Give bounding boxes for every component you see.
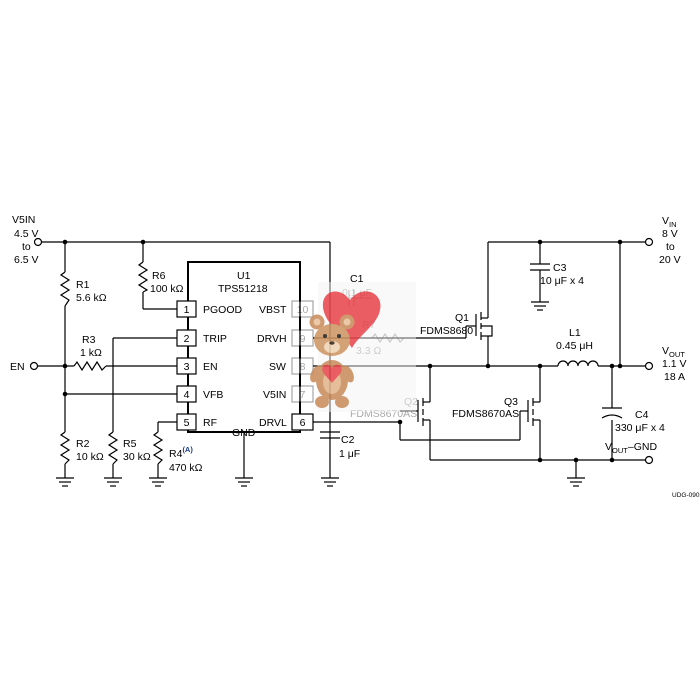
pin-10-number: 10 [297,304,309,316]
c1-ref: C1 [350,273,364,285]
c3-ref: C3 [553,262,567,274]
q2-ref: Q2 [404,396,418,408]
c3-value: 10 μF x 4 [540,275,584,287]
ground-symbols [56,301,585,487]
q1-part: FDMS8680 [420,325,473,337]
ground-icon [56,477,74,487]
c2-value: 1 μF [339,448,360,460]
q1-mosfet-symbol [466,312,493,340]
pin-sw-label: SW [269,361,286,373]
q3-mosfet-symbol [520,398,540,426]
pin-en-label: EN [203,361,218,373]
vout-gnd-label: VOUT–GND [605,441,657,455]
q1-ref: Q1 [455,312,469,324]
vin-terminal [644,237,654,247]
wires [38,241,645,478]
l1-value: 0.45 μH [556,340,593,352]
ic-gnd-label: GND [232,427,256,439]
pin-2-number: 2 [184,333,190,345]
pin-drvl-label: DRVL [259,417,287,429]
pin-vfb-label: VFB [203,389,223,401]
r1-ref: R1 [76,279,90,291]
vout-voltage: 1.1 V [662,358,687,370]
teddy-bear-with-heart-icon [309,282,416,412]
c4-value: 330 μF x 4 [615,422,665,434]
v5in-label: V5IN [12,214,35,226]
r6-ref: R6 [152,270,166,282]
r2-resistor-symbol [59,431,71,465]
r5-value: 30 kΩ [123,451,151,463]
vout-terminal [644,361,654,371]
r3-ref: R3 [82,334,96,346]
r1-value: 5.6 kΩ [76,292,107,304]
pin-1-number: 1 [184,304,190,316]
r5-resistor-symbol [107,431,119,465]
r4-resistor-symbol [152,431,164,465]
r6-value: 100 kΩ [150,283,184,295]
en-input-label: EN [10,361,25,373]
ground-icon [104,477,122,487]
pin-v5in-label: V5IN [263,389,286,401]
r7-resistor-symbol [371,332,405,344]
document-id: UDG-090 [672,492,700,499]
q2-mosfet-symbol [414,398,430,426]
v5in-range-to: to [22,241,31,253]
vout-label: VOUT [662,345,685,359]
ic-part-number: TPS51218 [218,283,268,295]
pin-9-number: 9 [300,333,306,345]
c2-capacitor-symbol [320,431,340,439]
q3-ref: Q3 [504,396,518,408]
en-terminal [29,361,39,371]
pin-6-number: 6 [300,417,306,429]
r7-value: 3.3 Ω [356,345,382,357]
r2-ref: R2 [76,438,90,450]
r4-value: 470 kΩ [169,462,203,474]
c4-ref: C4 [635,409,649,421]
ground-icon [567,477,585,487]
v5in-range-max: 6.5 V [14,254,39,266]
pin-4-number: 4 [184,389,190,401]
l1-inductor-symbol [557,360,599,367]
r5-ref: R5 [123,438,137,450]
vout-current: 18 A [664,371,685,383]
r3-resistor-symbol [73,360,107,372]
r6-resistor-symbol [137,261,149,293]
c2-ref: C2 [341,434,355,446]
c3-capacitor-symbol [530,263,550,276]
ic-ref: U1 [237,270,251,282]
vin-range-max: 20 V [659,254,681,266]
q2-part: FDMS8670AS [350,408,417,420]
ground-icon [321,477,339,487]
l1-ref: L1 [569,327,581,339]
vin-range-min: 8 V [662,228,678,240]
pin-8-number: 8 [300,361,306,373]
vout-gnd-terminal [644,455,654,465]
terminals [29,237,654,465]
pin-7-number: 7 [300,389,306,401]
pin-drvh-label: DRVH [257,333,287,345]
r1-resistor-symbol [59,271,71,307]
c4-capacitor-symbol [601,407,623,419]
pin-3-number: 3 [184,361,190,373]
vin-label: VIN [662,215,677,229]
pin-pgood-label: PGOOD [203,304,243,316]
pin-trip-label: TRIP [203,333,227,345]
r3-value: 1 kΩ [80,347,102,359]
v5in-terminal [33,237,43,247]
pin-rf-label: RF [203,417,217,429]
q3-part: FDMS8670AS [452,408,519,420]
pin-5-number: 5 [184,417,190,429]
pin-vbst-label: VBST [259,304,287,316]
r2-value: 10 kΩ [76,451,104,463]
ic-u1 [176,261,314,433]
ground-icon [149,477,167,487]
ground-icon [235,477,253,487]
ground-icon [531,301,549,311]
junction-dots [62,239,623,463]
v5in-range-min: 4.5 V [14,228,39,240]
vin-range-to: to [666,241,675,253]
r4-ref: R4(A) [169,445,193,460]
